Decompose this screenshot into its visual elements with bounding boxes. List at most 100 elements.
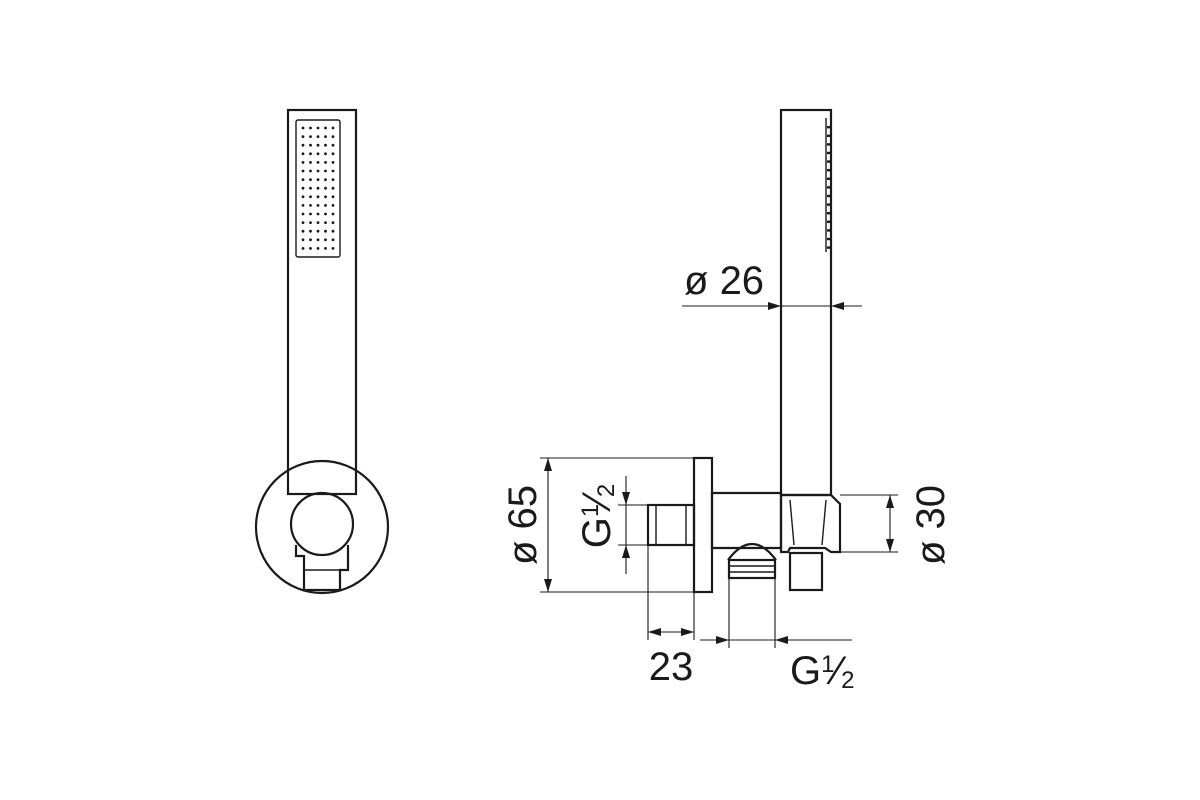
side-nozzle-mark [827,143,831,146]
nozzle-dot [301,169,305,173]
nozzle-dot [316,229,320,233]
side-view [646,108,842,594]
side-nozzle-mark [827,177,831,180]
side-nozzle-mark [827,212,831,215]
nozzle-dot [309,229,312,233]
side-outlet-nipple [727,558,777,580]
dim-26-arrow-left [768,302,781,310]
nozzle-dot [301,186,305,190]
nozzle-dot [331,229,335,233]
nozzle-dot [301,229,305,233]
nozzle-dot [309,135,312,139]
side-nozzle-mark [827,151,831,155]
side-nozzle-mark [827,134,831,137]
front-flange [254,459,390,595]
nozzle-dot [324,212,327,216]
side-nozzle-mark [827,126,831,129]
side-holder-cup [779,493,842,554]
nozzle-dot [301,161,305,164]
nozzle-dot [331,143,335,147]
dim-65-label: ø 65 [501,485,545,565]
nozzle-dot [324,143,327,147]
nozzle-dot [316,178,320,182]
nozzle-dot [316,126,320,130]
side-nozzle-mark [827,186,831,189]
nozzle-dot [331,186,335,190]
nozzle-dot [309,169,312,173]
nozzle-dot [301,126,305,130]
dim-outlet-arrow-right [775,636,788,644]
side-nozzle-mark [827,220,831,223]
nozzle-dot [309,247,312,250]
dim-outlet-label: G1⁄2 [790,649,855,694]
dim-23-arrow-right [681,628,694,636]
side-holder-body [710,491,783,550]
nozzle-dot [331,135,335,139]
nozzle-dot [301,195,305,199]
nozzle-dot [324,178,327,182]
nozzle-dot [316,135,320,139]
nozzle-dot [331,178,335,182]
nozzle-dot [309,186,312,190]
nozzle-dot [324,204,327,207]
nozzle-dot [331,152,335,156]
nozzle-dot [309,238,312,242]
nozzle-dot [324,152,327,156]
front-view [254,108,390,595]
nozzle-dot [324,221,327,225]
front-holder-knob [289,491,355,557]
dim-23-arrow-left [648,628,661,636]
nozzle-dot [309,161,312,164]
nozzle-dot [301,204,305,207]
nozzle-dot [301,238,305,242]
dim-outlet-arrow-left [716,636,729,644]
side-hose-connector [788,551,824,592]
nozzle-dot [331,247,335,250]
nozzle-dot [331,169,335,173]
nozzle-dot [324,169,327,173]
side-inlet-nipple [646,503,696,547]
nozzle-dot [316,195,320,199]
nozzle-dot [316,169,320,173]
nozzle-dot [316,212,320,216]
nozzle-dot [309,178,312,182]
nozzle-dot [324,247,327,250]
nozzle-dot [301,221,305,225]
nozzle-dot [316,186,320,190]
nozzle-dot [324,161,327,164]
dim-30-label: ø 30 [909,485,953,565]
nozzle-dot [309,152,312,156]
nozzle-dot [301,212,305,216]
side-nozzle-mark [827,237,831,241]
nozzle-dot [331,195,335,199]
dimension-lines [540,302,898,648]
side-nozzle-column [827,126,831,249]
nozzle-dot [309,221,312,225]
dim-26-arrow-right [831,302,844,310]
side-nozzle-mark [827,194,831,198]
front-handle-body [286,108,358,496]
dim-26-label: ø 26 [684,259,764,303]
nozzle-dot [324,229,327,233]
dim-30-arrow-bottom [886,539,894,552]
nozzle-dot [324,195,327,199]
nozzle-dot [301,178,305,182]
nozzle-dot [324,126,327,130]
front-nozzle-grid [301,126,335,250]
side-handle-body [779,108,833,497]
side-nozzle-mark [827,203,831,206]
nozzle-dot [309,126,312,130]
dim-65-arrow-bottom [544,579,552,592]
nozzle-dot [309,204,312,207]
dim-30-arrow-top [886,495,894,508]
front-hose-connector [294,545,350,592]
nozzle-dot [316,204,320,207]
nozzle-dot [309,212,312,216]
side-nozzle-mark [827,246,831,249]
side-nozzle-mark [827,169,831,172]
nozzle-dot [331,221,335,225]
nozzle-dot [316,161,320,164]
nozzle-dot [316,247,320,250]
side-flange [692,456,714,594]
